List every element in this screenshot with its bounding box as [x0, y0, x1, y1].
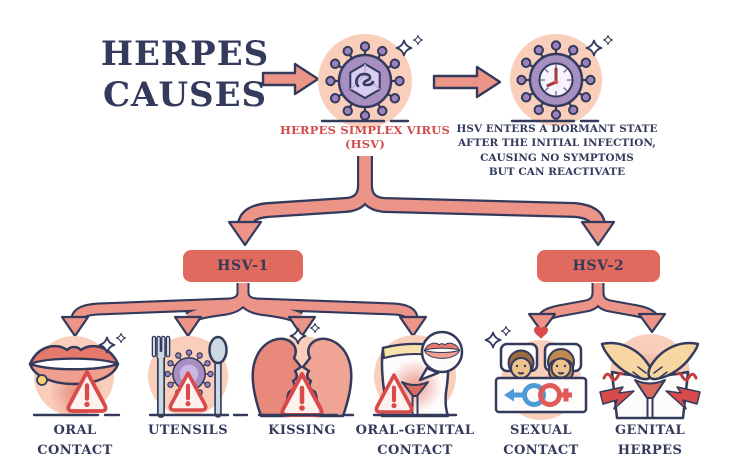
couple-in-bed-icon	[484, 325, 588, 420]
dormant-line2: AFTER THE INITIAL INFECTION,	[457, 137, 657, 150]
cause-label-line: KISSING	[268, 423, 336, 438]
cause-label-line: HERPES	[617, 443, 683, 458]
hsv-caption-line2: (HSV)	[345, 137, 385, 151]
heart-icon	[534, 326, 548, 339]
title-line2: CAUSES	[102, 75, 268, 115]
cause-label-sexual-contact: SEXUAL CONTACT	[479, 421, 603, 461]
spoon-icon	[208, 335, 228, 418]
right-hand	[647, 341, 700, 381]
fork-spoon-virus-icon	[148, 335, 228, 418]
arrowhead	[527, 312, 557, 334]
irritation-squiggle	[676, 371, 698, 382]
crotch-mark	[401, 381, 429, 397]
arrowhead	[637, 312, 667, 334]
cause-label-line: CONTACT	[503, 443, 579, 458]
cause-label-utensils: UTENSILS	[126, 421, 250, 441]
cause-label-line: ORAL-GENITAL	[355, 423, 475, 438]
woman-head	[547, 348, 575, 381]
crotch-mark	[634, 379, 666, 399]
arrowhead	[580, 220, 616, 247]
cause-label-line: CONTACT	[377, 443, 453, 458]
sparkle-icon	[412, 34, 424, 46]
cause-label-line: ORAL	[53, 423, 97, 438]
arrowhead	[287, 315, 317, 338]
cause-label-oral-genital-contact: ORAL-GENITAL CONTACT	[353, 421, 477, 461]
lips-warning-icon	[28, 332, 127, 420]
blister-dot	[36, 374, 48, 386]
arrowhead	[227, 220, 263, 247]
dormant-line1: HSV ENTERS A DORMANT STATE	[456, 123, 658, 135]
right-face	[301, 337, 353, 418]
sparkle-icon	[602, 34, 614, 46]
cause-label-line: UTENSILS	[147, 423, 228, 438]
lips-speech-bubble	[418, 330, 464, 382]
arrowhead	[398, 315, 428, 338]
cause-label-kissing: KISSING	[240, 421, 364, 441]
branch-arrows-hsv-types	[227, 156, 616, 247]
sparkle-icon	[309, 322, 321, 334]
sparkle-icon	[115, 332, 127, 344]
pain-bolt	[599, 386, 635, 410]
branch-arrows-hsv2-causes	[527, 283, 667, 334]
cause-label-genital-herpes: GENITAL HERPES	[588, 421, 712, 461]
left-hand	[600, 341, 653, 381]
hsv-virus-caption: HERPES SIMPLEX VIRUS (HSV)	[276, 123, 454, 151]
gender-symbols	[504, 383, 572, 407]
arrowhead	[173, 315, 203, 338]
arrow-title-to-virus	[261, 62, 320, 96]
hsv-caption-line1: HERPES SIMPLEX VIRUS	[280, 123, 450, 137]
page-title: HERPES CAUSES	[90, 34, 280, 116]
irritation-squiggle	[602, 371, 624, 382]
cause-label-line: GENITAL	[615, 423, 685, 438]
title-line1: HERPES	[100, 34, 270, 74]
hsv1-box-label: HSV-1	[217, 258, 269, 274]
arrow-virus-to-dormant	[432, 65, 502, 99]
branch-arrows-hsv1-causes	[60, 283, 428, 338]
cause-label-oral-contact: ORAL CONTACT	[13, 421, 137, 461]
dormant-line4: BUT CAN REACTIVATE	[488, 166, 626, 179]
sparkle-icon	[500, 325, 512, 337]
dormant-clock-virus-icon	[510, 34, 614, 126]
left-face	[251, 337, 303, 418]
cause-label-line: SEXUAL	[510, 423, 572, 438]
cause-label-line: CONTACT	[37, 443, 113, 458]
fork-icon	[151, 335, 171, 418]
pain-bolt	[665, 386, 701, 410]
hsv1-box	[183, 250, 303, 282]
kissing-faces-icon	[251, 322, 353, 418]
hsv2-box	[537, 250, 660, 282]
hands-genital-pain-icon	[599, 334, 701, 420]
man-head	[507, 349, 535, 379]
dormant-line3: CAUSING NO SYMPTOMS	[480, 151, 634, 164]
sparkle-icon	[484, 331, 502, 349]
arrowhead	[60, 315, 90, 338]
oral-genital-body-icon	[374, 330, 464, 418]
dormant-state-caption: HSV ENTERS A DORMANT STATE AFTER THE INI…	[448, 122, 666, 180]
hsv2-box-label: HSV-2	[572, 258, 625, 274]
hsv-virus-icon	[318, 34, 424, 128]
